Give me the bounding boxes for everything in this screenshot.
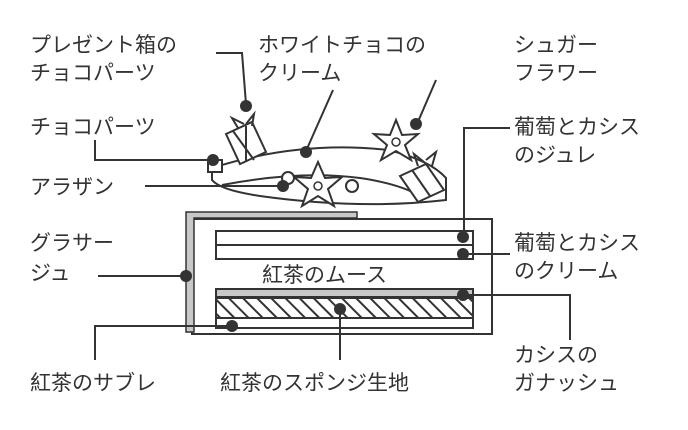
label-grasage-line1: グラサー — [30, 231, 114, 255]
label-white-choco-line1: ホワイトチョコの — [258, 33, 426, 57]
label-tea-sable: 紅茶のサブレ — [30, 371, 156, 395]
label-grape-cream-line2: のクリーム — [514, 259, 618, 283]
label-tea-sponge: 紅茶のスポンジ生地 — [220, 371, 409, 395]
present-box-left — [224, 110, 268, 166]
label-white-choco-line2: クリーム — [258, 61, 341, 85]
cream-layer — [215, 244, 474, 260]
label-grape-jelly-line2: のジュレ — [514, 143, 596, 167]
label-grasage-line2: ジュ — [30, 261, 71, 285]
cake-body — [185, 211, 493, 335]
glaze-layer — [185, 211, 358, 333]
label-arazan: アラザン — [30, 175, 114, 199]
sugar-flower-center — [291, 159, 345, 209]
sable-layer — [215, 317, 474, 329]
label-choco-parts: チョコパーツ — [30, 115, 156, 139]
label-sugar-flower-line1: シュガー — [514, 33, 598, 57]
label-tea-mousse: 紅茶のムース — [262, 263, 387, 287]
leader-lines — [94, 52, 571, 360]
label-present-box-line2: チョコパーツ — [30, 61, 156, 85]
sugar-flower-right — [371, 117, 421, 163]
jelly-layer — [215, 230, 474, 246]
marker-dots — [180, 100, 469, 332]
label-ganache-line1: カシスの — [514, 343, 598, 367]
label-grape-cream-line1: 葡萄とカシス — [514, 231, 640, 255]
arazan-pearl — [345, 179, 359, 193]
cake-decorations — [207, 110, 447, 209]
ganache-layer — [215, 288, 474, 298]
present-box-right — [398, 149, 446, 204]
label-grape-jelly-line1: 葡萄とカシス — [514, 115, 640, 139]
label-sugar-flower-line2: フラワー — [514, 61, 598, 85]
label-present-box-line1: プレゼント箱の — [30, 33, 177, 57]
label-ganache-line2: ガナッシュ — [514, 371, 619, 395]
